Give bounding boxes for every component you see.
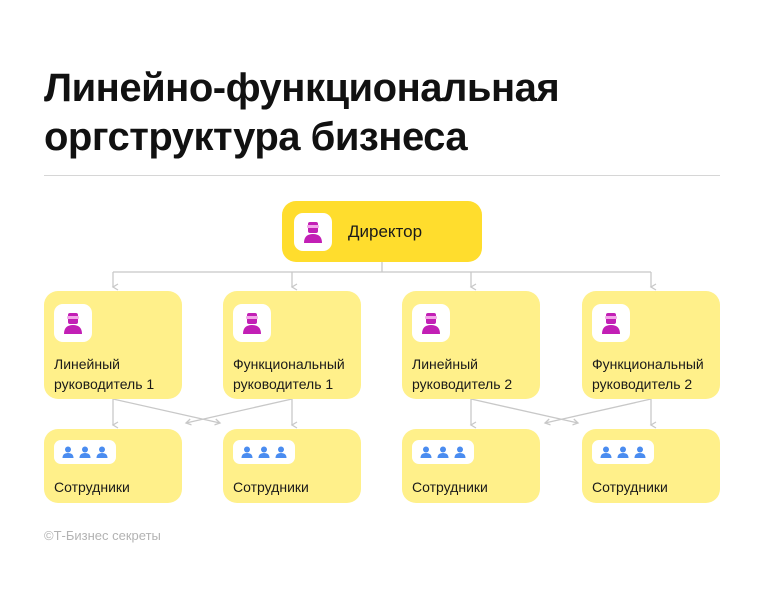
person-icon bbox=[600, 446, 612, 458]
title-divider bbox=[44, 175, 720, 176]
manager-label-line-2: руководитель 1 bbox=[54, 376, 155, 392]
connector-m2-s1 bbox=[186, 398, 293, 423]
manager-avatar bbox=[412, 304, 450, 342]
manager-box-3: Линейный руководитель 2 bbox=[402, 291, 540, 399]
manager-box-2: Функциональный руководитель 1 bbox=[223, 291, 361, 399]
person-icon bbox=[304, 221, 322, 243]
manager-avatar bbox=[592, 304, 630, 342]
diagram-title: Линейно-функциональная оргструктура бизн… bbox=[44, 64, 724, 162]
person-icon bbox=[258, 446, 270, 458]
director-box: Директор bbox=[282, 201, 482, 262]
manager-label: Функциональный руководитель 2 bbox=[592, 354, 710, 394]
staff-label: Сотрудники bbox=[54, 479, 130, 495]
manager-label: Линейный руководитель 1 bbox=[54, 354, 172, 394]
person-icon bbox=[617, 446, 629, 458]
person-icon bbox=[437, 446, 449, 458]
staff-box-2: Сотрудники bbox=[223, 429, 361, 503]
person-icon bbox=[275, 446, 287, 458]
manager-label-line-2: руководитель 1 bbox=[233, 376, 334, 392]
manager-label-line-2: руководитель 2 bbox=[412, 376, 513, 392]
person-icon bbox=[422, 313, 440, 334]
manager-avatar bbox=[233, 304, 271, 342]
director-label: Директор bbox=[348, 221, 423, 241]
person-icon bbox=[64, 313, 82, 334]
person-icon bbox=[602, 313, 620, 334]
copyright-footer: ©Т-Бизнес секреты bbox=[44, 528, 161, 543]
manager-label-line-2: руководитель 2 bbox=[592, 376, 693, 392]
person-icon bbox=[79, 446, 91, 458]
person-icon bbox=[454, 446, 466, 458]
person-icon bbox=[634, 446, 646, 458]
staff-box-4: Сотрудники bbox=[582, 429, 720, 503]
person-icon bbox=[241, 446, 253, 458]
staff-label: Сотрудники bbox=[412, 479, 488, 495]
staff-icons bbox=[54, 440, 116, 464]
manager-label: Линейный руководитель 2 bbox=[412, 354, 530, 394]
connector-m4-s3 bbox=[545, 398, 652, 423]
staff-label: Сотрудники bbox=[233, 479, 309, 495]
manager-label-line-1: Линейный bbox=[412, 356, 478, 372]
staff-label: Сотрудники bbox=[592, 479, 668, 495]
staff-box-1: Сотрудники bbox=[44, 429, 182, 503]
director-avatar bbox=[294, 212, 332, 251]
staff-icons bbox=[233, 440, 295, 464]
manager-label-line-1: Линейный bbox=[54, 356, 120, 372]
person-icon bbox=[62, 446, 74, 458]
manager-box-4: Функциональный руководитель 2 bbox=[582, 291, 720, 399]
manager-label-line-1: Функциональный bbox=[233, 356, 345, 372]
manager-box-1: Линейный руководитель 1 bbox=[44, 291, 182, 399]
staff-icons bbox=[592, 440, 654, 464]
title-line-2: оргструктура бизнеса bbox=[44, 115, 468, 159]
manager-label-line-1: Функциональный bbox=[592, 356, 704, 372]
staff-icons bbox=[412, 440, 474, 464]
staff-box-3: Сотрудники bbox=[402, 429, 540, 503]
person-icon bbox=[243, 313, 261, 334]
manager-label: Функциональный руководитель 1 bbox=[233, 354, 351, 394]
person-icon bbox=[420, 446, 432, 458]
person-icon bbox=[96, 446, 108, 458]
title-line-1: Линейно-функциональная bbox=[44, 66, 560, 110]
manager-avatar bbox=[54, 304, 92, 342]
